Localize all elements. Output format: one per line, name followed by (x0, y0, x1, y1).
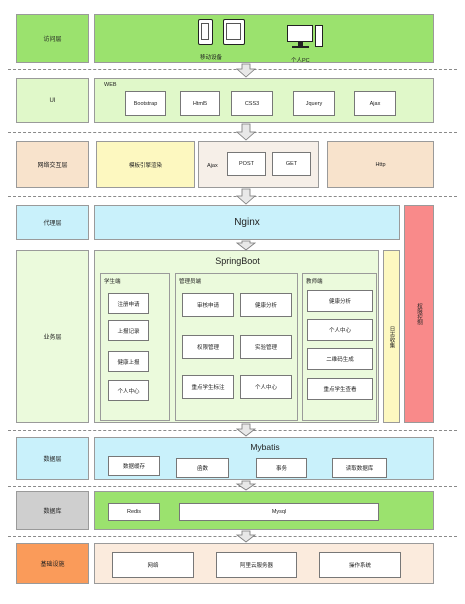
teacher-item-health-analysis: 健康分析 (307, 290, 373, 312)
data-item-transaction: 事务 (256, 458, 307, 478)
separator (8, 69, 457, 70)
db-item-mysql: Mysql (179, 503, 379, 521)
infra-panel: 网络 阿里云服务器 操作系统 (94, 543, 434, 584)
infra-item-cloud-server: 阿里云服务器 (216, 552, 297, 578)
admin-item-profile: 个人中心 (240, 375, 292, 399)
admin-panel: 管理员端 审核申请 健康分析 权限管理 实验管理 重点学生标注 个人中心 (175, 273, 298, 421)
monitor-stand (298, 42, 303, 46)
teacher-panel: 教师端 健康分析 个人中心 二维码生成 重点学生查看 (302, 273, 377, 421)
student-item-health: 健康上报 (108, 351, 149, 372)
teacher-item-view-students: 重点学生查看 (307, 378, 373, 400)
ui-item-bootstrap: Bootstrap (125, 91, 166, 116)
ui-title: WEB (104, 82, 117, 88)
db-item-redis: Redis (108, 503, 160, 521)
layer-label-infra: 基础设施 (16, 543, 89, 584)
separator (8, 132, 457, 133)
admin-item-permission: 权限管理 (182, 335, 234, 359)
ajax-panel: Ajax POST GET (198, 141, 319, 188)
student-item-profile: 个人中心 (108, 380, 149, 401)
ui-item-css3: CSS3 (231, 91, 273, 116)
database-panel: Redis Mysql (94, 491, 434, 530)
ajax-label: Ajax (207, 163, 218, 169)
admin-title: 管理员端 (179, 279, 202, 285)
ui-item-ajax: Ajax (354, 91, 396, 116)
layer-label-data: 数据层 (16, 437, 89, 480)
tablet-icon (223, 19, 245, 45)
teacher-item-profile: 个人中心 (307, 319, 373, 341)
data-item-cache: 数据缓存 (108, 456, 160, 476)
layer-label-access: 访问层 (16, 14, 89, 63)
ui-panel: WEB Bootstrap Html5 CSS3 Jquery Ajax (94, 78, 434, 123)
teacher-item-qrcode: 二维码生成 (307, 348, 373, 370)
log-collection-column: 日志收集 (383, 250, 400, 423)
infra-item-network: 网络 (112, 552, 194, 578)
admin-item-lab: 实验管理 (240, 335, 292, 359)
monitor-base (292, 46, 309, 48)
layer-label-proxy: 代理层 (16, 205, 89, 240)
engine-render-box: 模板引擎渲染 (96, 141, 195, 188)
admin-item-mark-students: 重点学生标注 (182, 375, 234, 399)
data-item-function: 函数 (176, 458, 229, 478)
mybatis-title: Mybatis (250, 442, 280, 452)
separator (8, 486, 457, 487)
layer-label-network: 网络交互层 (16, 141, 89, 188)
admin-item-review: 审核申请 (182, 293, 234, 317)
separator (8, 196, 457, 197)
auth-control-column: 权限控制 (404, 205, 434, 423)
infra-item-os: 操作系统 (319, 552, 401, 578)
down-arrow-icon (235, 63, 257, 78)
down-arrow-icon (235, 240, 257, 251)
layer-label-database: 数据库 (16, 491, 89, 530)
phone-icon (198, 19, 213, 45)
layer-label-ui: UI (16, 78, 89, 123)
get-box: GET (272, 152, 311, 176)
nginx-panel: Nginx (94, 205, 400, 240)
student-panel: 学生端 注册申请 上报记录 健康上报 个人中心 (100, 273, 170, 421)
teacher-title: 教师端 (306, 279, 323, 285)
mobile-label: 移动设备 (200, 55, 223, 61)
student-title: 学生端 (104, 279, 121, 285)
pc-label: 个人PC (291, 58, 310, 64)
access-panel: 移动设备 个人PC (94, 14, 434, 64)
ui-item-html5: Html5 (180, 91, 220, 116)
admin-item-health-analysis: 健康分析 (240, 293, 292, 317)
springboot-title: SpringBoot (215, 256, 260, 266)
layer-label-business: 业务层 (16, 250, 89, 423)
post-box: POST (227, 152, 266, 176)
http-box: Http (327, 141, 434, 188)
mybatis-panel: Mybatis 数据缓存 函数 事务 读取数据库 (94, 437, 434, 480)
student-item-register: 注册申请 (108, 293, 149, 314)
separator (8, 536, 457, 537)
monitor-icon (287, 25, 313, 42)
nginx-label: Nginx (234, 217, 260, 228)
ui-item-jquery: Jquery (293, 91, 335, 116)
pc-tower-icon (315, 25, 323, 47)
student-item-records: 上报记录 (108, 320, 149, 341)
data-item-read-db: 读取数据库 (332, 458, 387, 478)
separator (8, 430, 457, 431)
